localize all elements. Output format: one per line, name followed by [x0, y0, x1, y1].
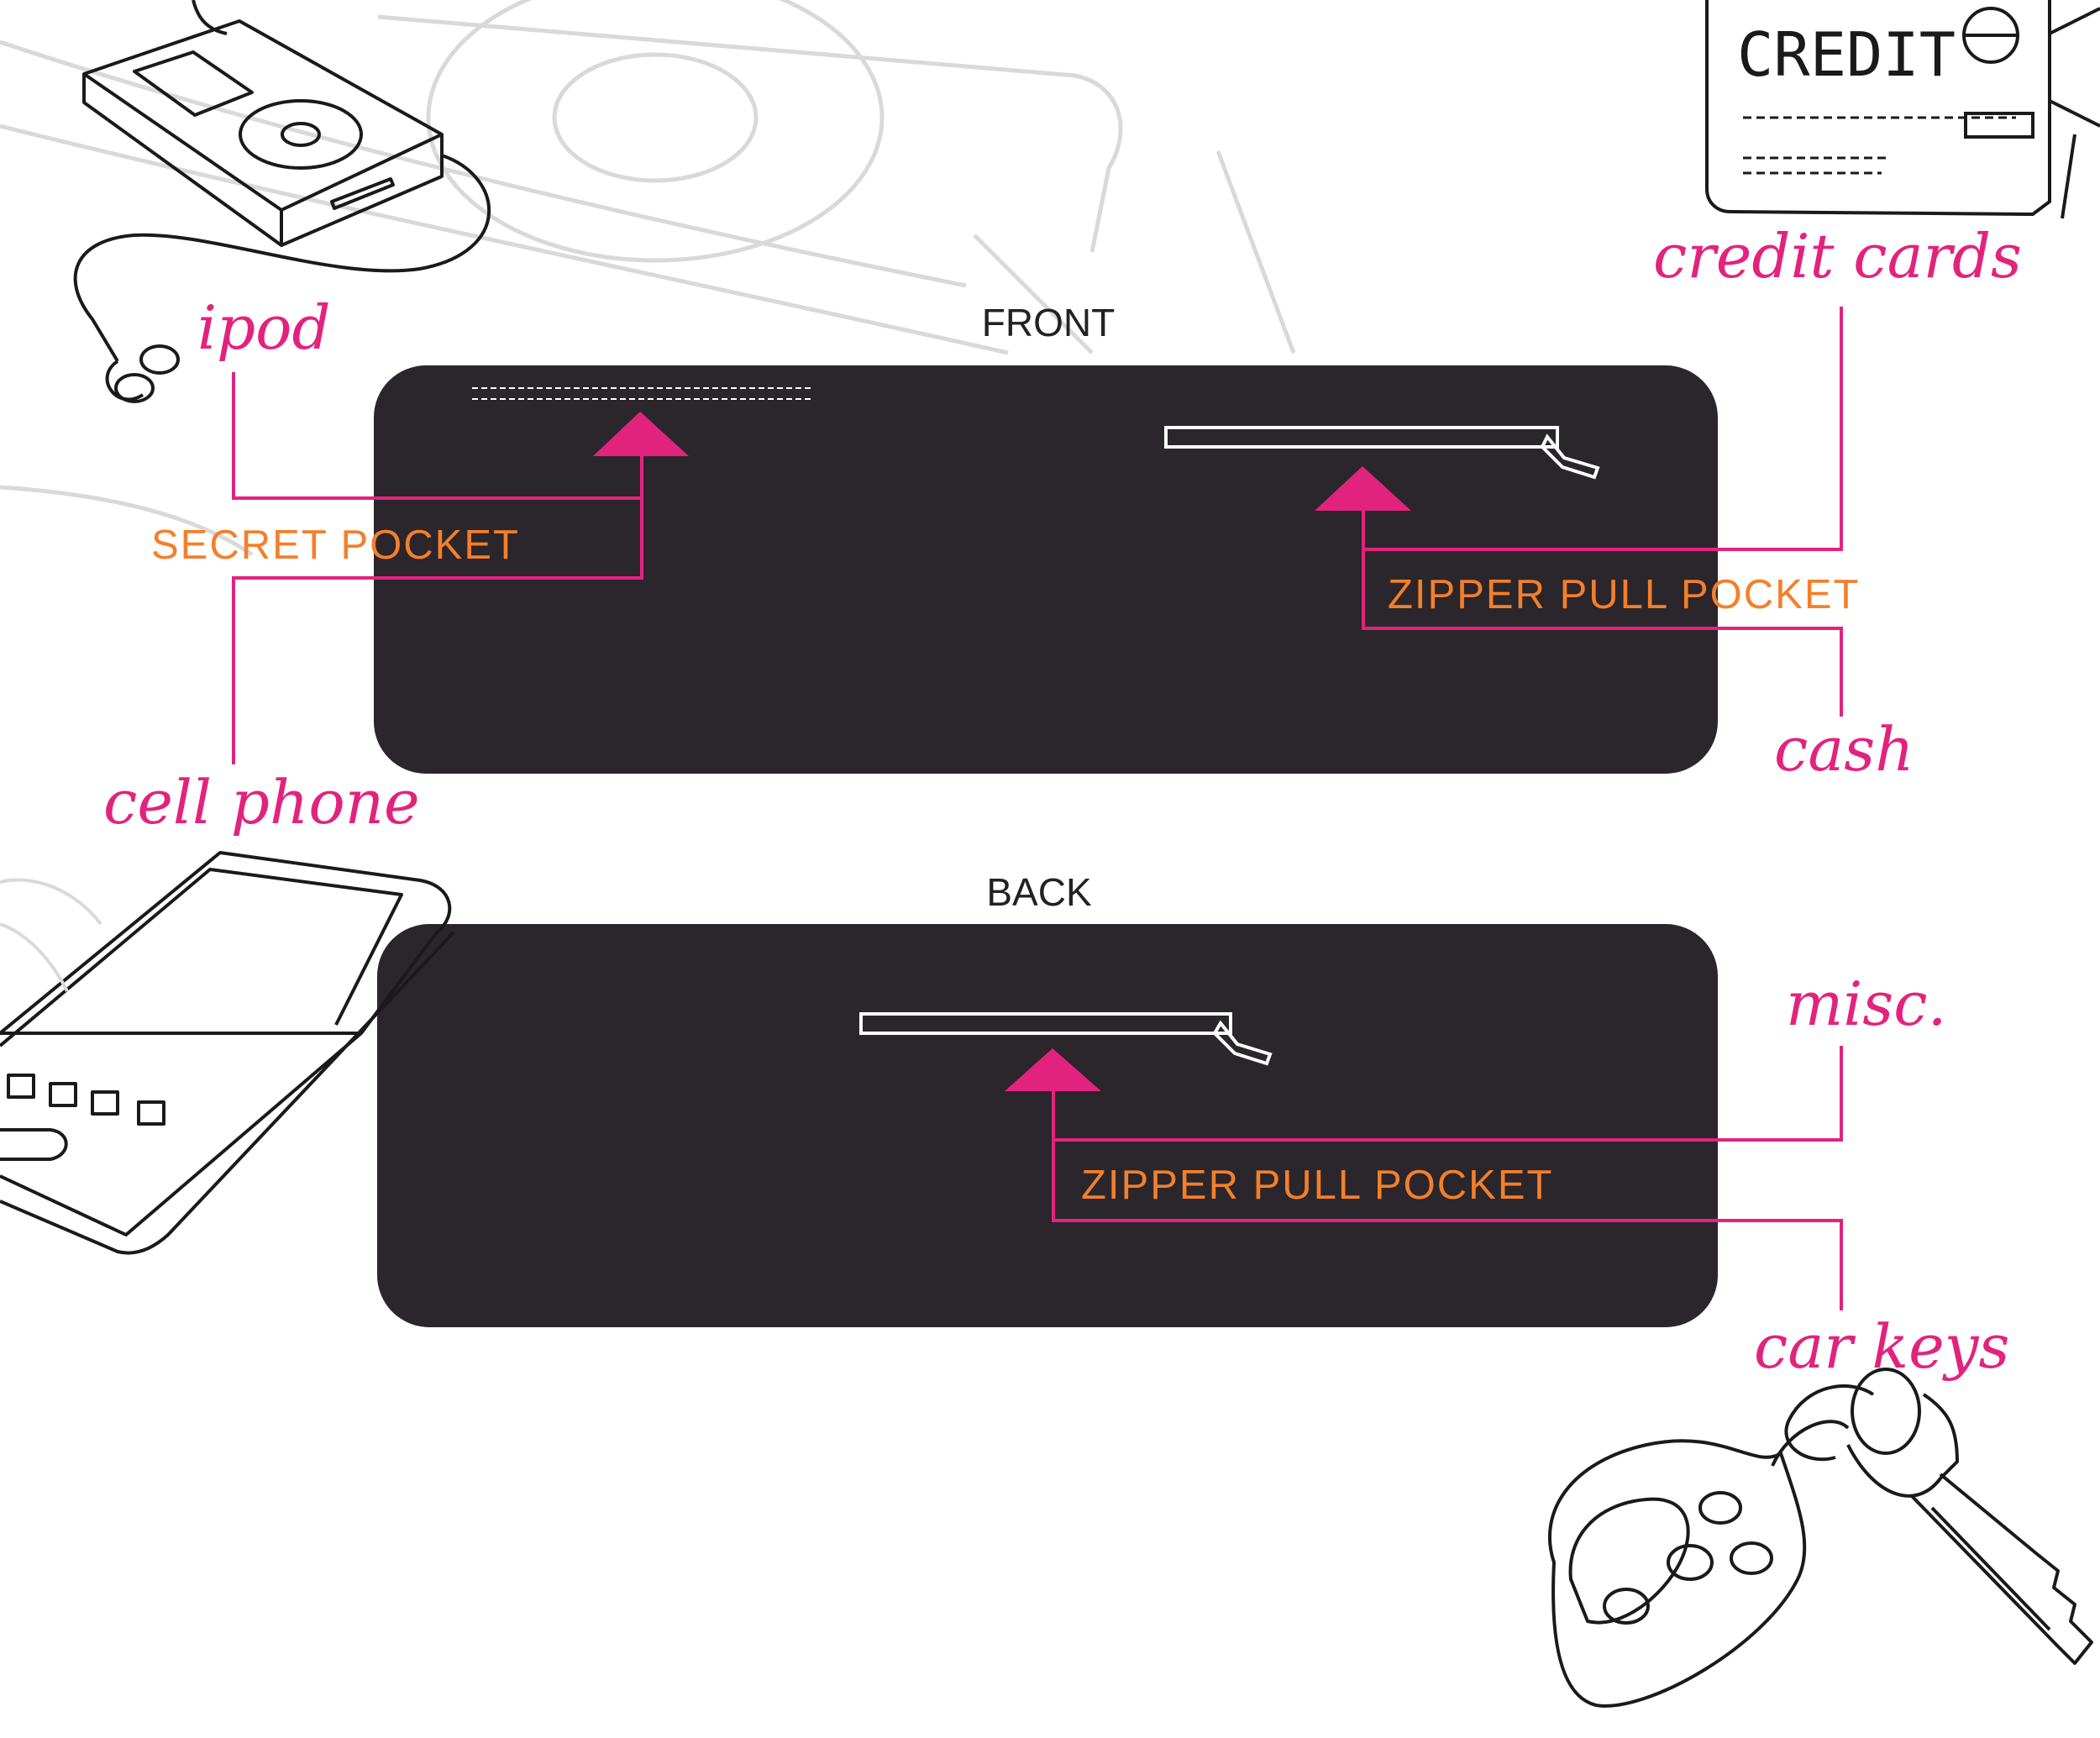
background-sketch	[0, 0, 1296, 557]
credit-cards-label: credit cards	[1653, 221, 2022, 291]
front-view-title: FRONT	[982, 301, 1115, 344]
back-view-title: BACK	[986, 870, 1092, 914]
back-zipper-pull	[1212, 1020, 1273, 1066]
cell-phone-label: cell phone	[103, 767, 420, 837]
credit-card-text: CREDIT	[1737, 19, 1956, 90]
cell-phone-sketch-icon	[0, 851, 455, 1255]
front-wallet-panel	[374, 365, 1718, 774]
back-zipper-arrow	[1005, 1048, 1101, 1091]
secret-pocket-stitch	[472, 387, 811, 400]
credit-cards-leader-line	[1362, 307, 1843, 551]
front-zipper-arrow	[1315, 466, 1411, 511]
secret-pocket-arrow	[593, 412, 689, 456]
secret-pocket-label: SECRET POCKET	[151, 522, 520, 568]
back-zipper	[859, 1012, 1232, 1035]
back-wallet-panel	[377, 924, 1718, 1327]
cash-label: cash	[1774, 714, 1914, 785]
car-keys-leader-line	[1052, 1140, 1843, 1310]
front-zipper-pull	[1540, 433, 1600, 480]
misc-label: misc.	[1786, 969, 1946, 1039]
credit-card-sketch-icon: CREDIT	[1705, 0, 2100, 219]
cell-phone-leader-line	[232, 498, 643, 764]
ipod-leader-line	[232, 372, 643, 500]
car-keys-label: car keys	[1754, 1311, 2009, 1382]
back-zipper-pocket-label: ZIPPER PULL POCKET	[1081, 1163, 1553, 1208]
cash-leader-line	[1362, 549, 1843, 717]
front-zipper	[1164, 426, 1559, 449]
front-zipper-pocket-label: ZIPPER PULL POCKET	[1388, 572, 1860, 617]
ipod-sketch-icon	[73, 0, 491, 403]
misc-leader-line	[1052, 1046, 1843, 1142]
car-keys-sketch-icon	[1548, 1368, 2093, 1708]
ipod-label: ipod	[197, 292, 331, 363]
